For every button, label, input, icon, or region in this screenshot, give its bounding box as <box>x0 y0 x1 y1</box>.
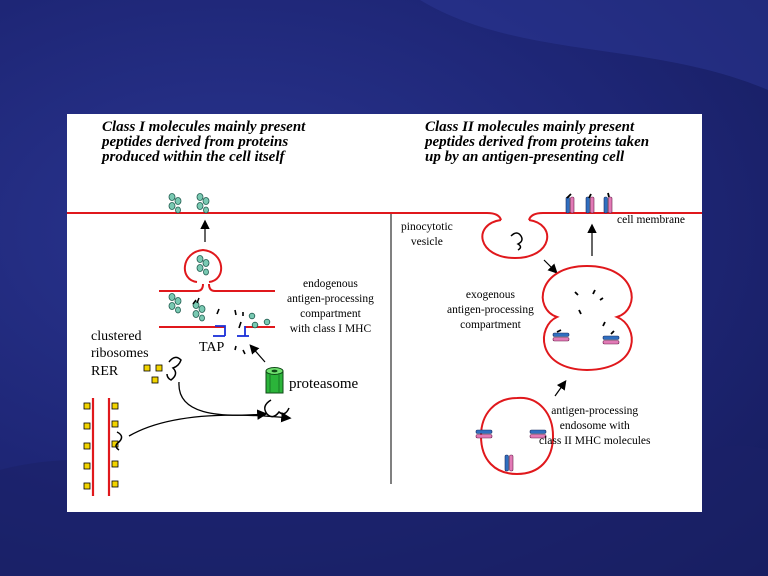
surface-class2-mhc <box>565 196 575 214</box>
endosome <box>479 396 555 476</box>
proteasome-label: proteasome <box>289 376 359 392</box>
cell-membrane-label: cell membrane <box>617 214 686 226</box>
nascent-protein <box>166 356 182 381</box>
er-membrane <box>208 283 275 292</box>
er-class1-mhc <box>168 293 182 314</box>
vesicle-protein <box>510 232 523 251</box>
antigen-presentation-diagram <box>67 192 702 496</box>
proteasome-icon <box>265 367 284 394</box>
surface-class1-mhc <box>168 193 182 214</box>
cell-membrane-left <box>67 212 502 221</box>
compartment-class2-mhc <box>602 335 620 345</box>
endosome-class2-mhc <box>504 454 514 472</box>
compartment-class2-mhc <box>552 332 570 342</box>
unfolded-protein <box>264 399 290 418</box>
transport-vesicle <box>183 248 223 283</box>
surface-class2-mhc <box>603 196 613 214</box>
tap-label: TAP <box>199 340 225 355</box>
endosome-class2-mhc <box>475 429 493 439</box>
tap-transporter <box>215 325 226 336</box>
er-class1-mhc <box>192 301 206 322</box>
er-membrane <box>159 283 204 292</box>
surface-class1-mhc <box>196 193 210 214</box>
pinocytotic-vesicle <box>481 219 549 260</box>
cell-membrane-right <box>528 212 702 221</box>
surface-class2-mhc <box>585 196 595 214</box>
vesicle-class1-mhc <box>196 255 210 276</box>
exogenous-compartment <box>541 264 633 372</box>
rer-label: RER <box>91 364 119 379</box>
